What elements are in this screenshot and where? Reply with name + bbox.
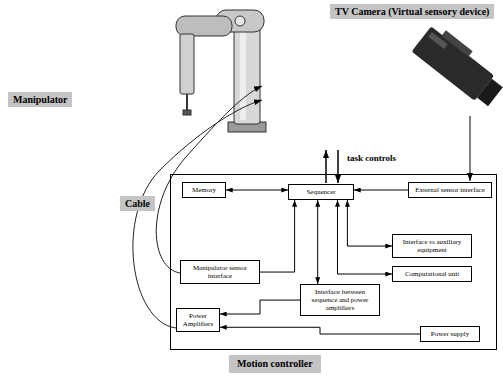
connector — [338, 200, 393, 274]
task-control-arrows — [326, 150, 338, 183]
connector — [347, 200, 392, 246]
connector — [220, 300, 300, 314]
part-label: Manipulator — [8, 92, 72, 107]
amplifier-interface-box: Interface between sequence and power amp… — [300, 284, 380, 316]
box-text: External sensor interface — [412, 186, 488, 194]
auxiliary-interface-box: Interface to auxiliary equipment — [392, 234, 472, 258]
memory-box: Memory — [182, 182, 226, 198]
sequencer-box: Sequencer — [288, 184, 354, 200]
sensor-interface-box: Manipulator sensor interface — [180, 260, 260, 284]
connector — [260, 200, 295, 272]
power-supply-box: Power supply — [420, 326, 480, 342]
box-text: Memory — [186, 186, 222, 194]
box-text: Power supply — [424, 330, 476, 338]
connector — [354, 190, 408, 191]
signal-label: task controls — [345, 152, 398, 164]
manipulator-robot — [176, 10, 266, 132]
sensor-interface-box: External sensor interface — [408, 182, 492, 198]
connector — [226, 190, 288, 191]
controller-housing: Memory Sequencer External sensor interface… — [170, 174, 497, 350]
box-text: Power Amplifiers — [180, 312, 216, 328]
box-text: Interface to auxiliary equipment — [396, 238, 468, 254]
connector — [220, 327, 420, 334]
box-text: Manipulator sensor interface — [184, 264, 256, 280]
camera-signal-line — [470, 116, 471, 181]
camera-label: TV Camera (Virtual sensory device) — [330, 4, 494, 19]
computational-box: Computational unit — [392, 266, 472, 282]
box-text: Motion controller — [229, 355, 321, 373]
connector — [317, 200, 318, 284]
box-text: Sequencer — [292, 188, 350, 196]
tv-camera — [411, 22, 503, 110]
amplifier-box: Power Amplifiers — [176, 308, 220, 332]
part-label: Cable — [120, 196, 155, 211]
box-text: Computational unit — [396, 270, 468, 278]
box-text: Interface between sequence and power amp… — [304, 288, 376, 312]
